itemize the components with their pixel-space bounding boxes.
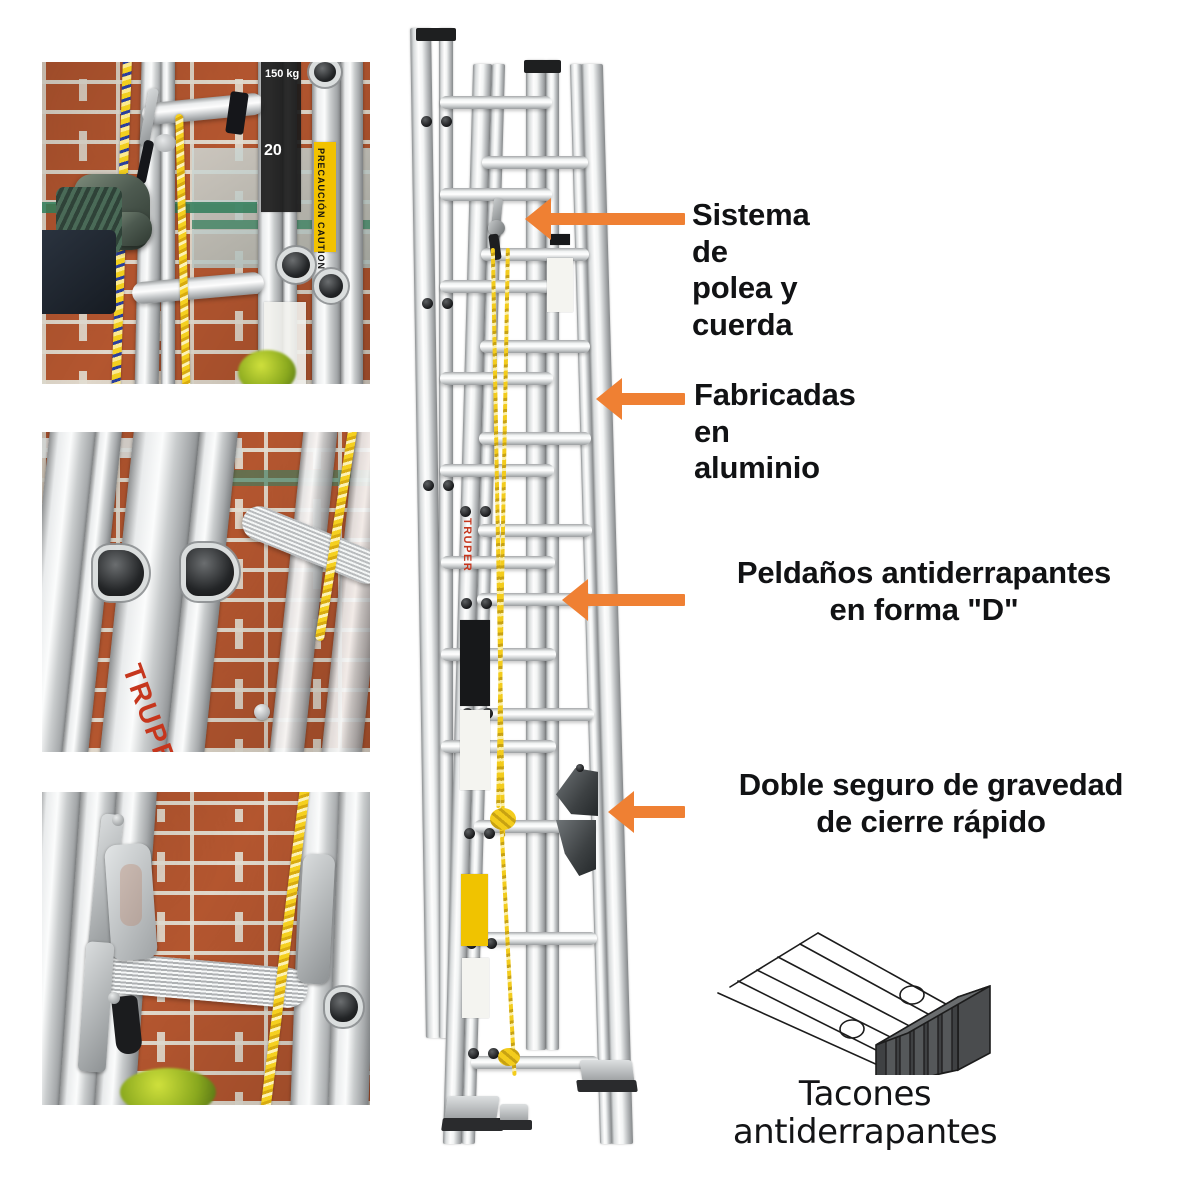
info-label (462, 958, 489, 1018)
capacity-label (261, 62, 301, 212)
ladder-foot-right (579, 1060, 635, 1082)
rivet-2 (441, 116, 452, 127)
base-rung-4 (479, 432, 591, 445)
rivet-18 (488, 1048, 499, 1059)
shoe-block (875, 984, 991, 1089)
callout-label-pulley-rope: Sistema de polea y cuerda (692, 197, 810, 342)
base-rung-7 (476, 708, 594, 721)
caution-label (461, 874, 488, 946)
base-rung-9 (473, 932, 597, 945)
fly-section-label (547, 258, 573, 312)
sleeve (42, 230, 116, 314)
arrow-shaft (585, 594, 685, 606)
fly-section-marker (550, 234, 570, 245)
d-hole-1 (282, 252, 310, 278)
ladder-foot-inner-left (500, 1104, 528, 1122)
non-slip-ladder-shoe-diagram (717, 932, 991, 1089)
ladder-rail-right-outer (341, 62, 363, 384)
gravity-lock-rivet (576, 764, 584, 772)
non-slip-shoe-left (441, 1118, 505, 1131)
rivet-14 (484, 828, 495, 839)
callout-label-d-shape-rungs: Peldaños antiderrapantes en forma "D" (736, 555, 1112, 627)
non-slip-shoe-inner-left (498, 1120, 532, 1130)
capacity-label (460, 620, 490, 706)
arrow-head (525, 198, 551, 240)
lock-top-rivet (112, 814, 124, 826)
gravity-lock-upper (556, 768, 598, 816)
extension-ladder-illustration: TRUPER (400, 8, 670, 1188)
d-hole (330, 992, 358, 1022)
ladder-foot-left (444, 1096, 500, 1120)
photo-rope-pulley: 150 kg 20 PRECAUCIÓN CAUTION (42, 62, 370, 384)
rail-end-cap-right (524, 60, 561, 73)
rivet-9 (461, 598, 472, 609)
arrow-shaft (631, 806, 685, 818)
rivet-6 (443, 480, 454, 491)
non-slip-shoe-caption: Tacones antiderrapantes (732, 1074, 998, 1153)
lock-pivot-rivet (108, 992, 120, 1004)
rivet-1 (421, 116, 432, 127)
capacity-label-weight: 150 kg (265, 68, 300, 80)
non-slip-shoe-right (576, 1080, 638, 1092)
callout-label-aluminum: Fabricadas en aluminio (694, 377, 856, 486)
shrub (238, 350, 296, 384)
rope-knot-bottom (498, 1048, 520, 1066)
rivet-13 (464, 828, 475, 839)
d-rung-hole-right (186, 548, 234, 596)
arrow-head (562, 579, 588, 621)
caution-label (314, 142, 336, 252)
base-rung-1 (482, 156, 588, 169)
rope-knot (490, 808, 516, 830)
arrow-shaft (619, 393, 685, 405)
photo-gravity-lock (42, 792, 370, 1105)
rivet (254, 704, 270, 720)
rope-segment-lower (499, 826, 517, 1076)
photo-d-rungs: TRUPER (42, 432, 370, 752)
arrow-head (596, 378, 622, 420)
rivet-7 (460, 506, 471, 517)
fly-rung-3 (440, 280, 553, 293)
rivet-4 (442, 298, 453, 309)
non-slip-shoe-callout: Tacones antiderrapantes (700, 925, 1030, 1180)
rivet-16 (486, 938, 497, 949)
shrub (120, 1068, 216, 1105)
arrow-shaft (548, 213, 685, 225)
fly-rail-right-outer (526, 60, 546, 1050)
pulley-wheel (488, 220, 505, 236)
gravity-lock-lower (556, 820, 596, 876)
rivet-5 (423, 480, 434, 491)
d-hole-2 (314, 62, 336, 82)
rail-end-cap-left (416, 28, 456, 41)
right-bracket (296, 853, 336, 985)
d-rung-hole-left (98, 550, 144, 596)
instruction-label (460, 710, 490, 790)
arrow-head (608, 791, 634, 833)
rivet-10 (481, 598, 492, 609)
rivet-17 (468, 1048, 479, 1059)
d-hole-3 (319, 274, 343, 298)
capacity-label-number: 20 (264, 142, 282, 159)
pulley-wheel (154, 134, 176, 152)
base-rung-5 (478, 524, 592, 537)
fly-rung-2 (440, 188, 552, 201)
caution-label-text: PRECAUCIÓN CAUTION (316, 148, 326, 271)
gravity-lock-window (120, 864, 142, 926)
rivet-8 (480, 506, 491, 517)
fly-rung-1 (440, 96, 552, 109)
truper-logo-vertical: TRUPER (461, 518, 473, 573)
rivet-3 (422, 298, 433, 309)
callout-label-gravity-lock: Doble seguro de gravedad de cierre rápid… (738, 767, 1124, 839)
